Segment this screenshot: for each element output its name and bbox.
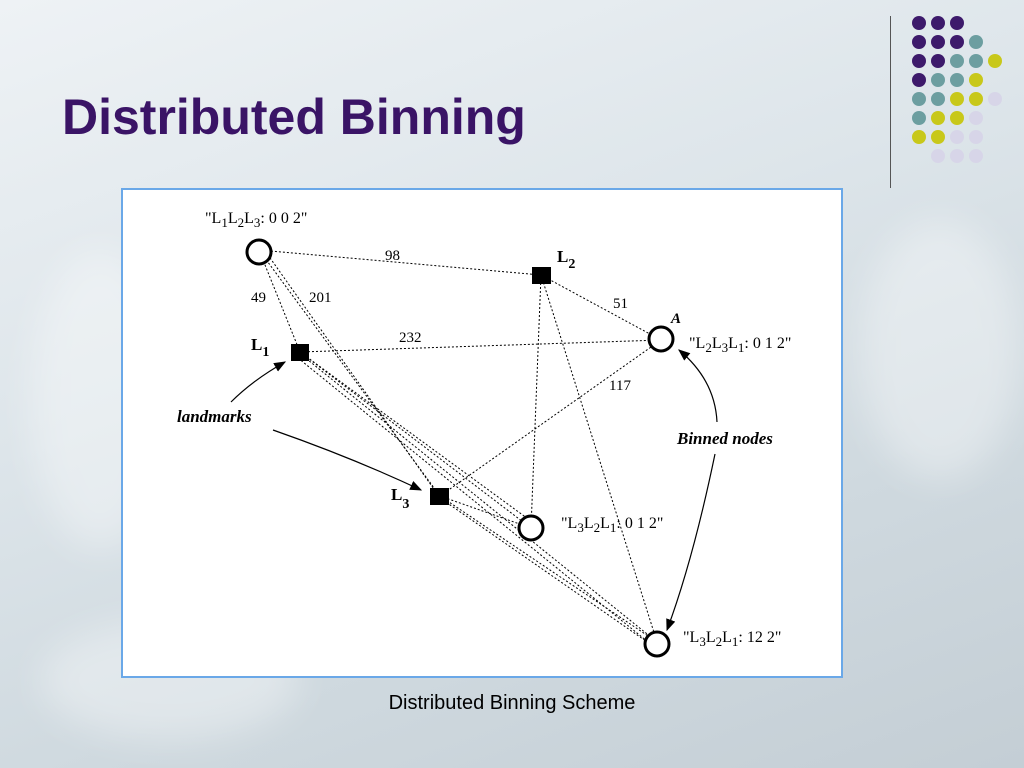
grid-dot [969,54,983,68]
grid-dot [912,35,926,49]
grid-dot [931,130,945,144]
distance-label: 201 [309,290,332,306]
bin-label-a: "L2L3L1: 0 1 2" [689,335,791,355]
grid-dot [950,16,964,30]
edges [258,247,662,647]
landmark-l1 [291,344,309,361]
grid-dot [950,73,964,87]
edge [302,355,658,643]
edge [540,274,658,643]
diagram-caption: Distributed Binning Scheme [388,692,636,714]
edge [297,357,654,647]
arrow-binned-to-a [678,349,718,423]
edge [262,247,437,493]
grid-dot [912,16,926,30]
grid-dot [969,111,983,125]
edge [258,249,542,276]
arrow-landmarks-to-l1 [230,361,287,403]
binning-diagram: L1 L2 L3 A "L1L2L3: 0 0 2" "L2L3L1: 0 1 … [177,210,791,658]
edge [439,339,662,497]
decorative-dot-grid [912,16,1002,163]
edge [299,351,532,529]
grid-dot [931,149,945,163]
diagram-frame: L1 L2 L3 A "L1L2L3: 0 0 2" "L2L3L1: 0 1 … [121,188,843,678]
landmark-l3-label: L3 [391,485,409,512]
distance-label: 49 [251,290,266,306]
grid-dot [931,54,945,68]
bin-label-mid: "L3L2L1: 0 1 2" [561,515,663,535]
grid-dot [950,35,964,49]
grid-dot [969,35,983,49]
arrow-binned-to-bottom [666,453,716,632]
node-mid [517,514,545,542]
landmark-l1-label: L1 [251,335,269,360]
slide-title: Distributed Binning [62,89,526,145]
edge [258,249,441,497]
grid-dot [969,73,983,87]
edge [442,499,654,647]
grid-dot [950,149,964,163]
grid-dot [969,149,983,163]
distance-label: 51 [613,296,628,312]
bin-label-top-left: "L1L2L3: 0 0 2" [205,210,307,230]
grid-dot [931,35,945,49]
edge [530,274,542,529]
edge [540,274,662,341]
distance-label: 98 [385,248,400,264]
distance-label: 232 [399,330,422,346]
node-bottom [643,630,671,658]
grid-dot [931,92,945,106]
node-a [647,325,675,353]
grid-dot [912,54,926,68]
landmark-l3 [430,488,449,505]
grid-dot [950,92,964,106]
grid-dot [931,111,945,125]
edge [299,339,662,353]
edge [439,495,658,643]
grid-dot [950,54,964,68]
grid-dot [912,73,926,87]
node-a-name: A [670,311,681,327]
annotation-arrows [230,349,718,632]
grid-dot [969,130,983,144]
annotation-binned-nodes: Binned nodes [676,429,773,448]
grid-dot [950,130,964,144]
grid-dot [969,92,983,106]
background-cloud [860,220,1020,480]
edge [299,351,536,525]
grid-dot [988,92,1002,106]
edge [439,495,532,529]
landmark-l2 [532,267,551,284]
grid-dot [912,111,926,125]
grid-dot [912,130,926,144]
grid-dot [912,92,926,106]
grid-dot [988,54,1002,68]
distance-label: 117 [609,378,631,394]
annotation-landmarks: landmarks [177,407,252,426]
arrow-landmarks-to-l3 [272,429,423,491]
grid-dot [950,111,964,125]
grid-dot [931,16,945,30]
node-top-left [245,238,273,266]
bin-label-bottom: "L3L2L1: 12 2" [683,629,781,649]
title-divider [890,16,891,188]
landmark-l2-label: L2 [557,247,575,272]
grid-dot [931,73,945,87]
